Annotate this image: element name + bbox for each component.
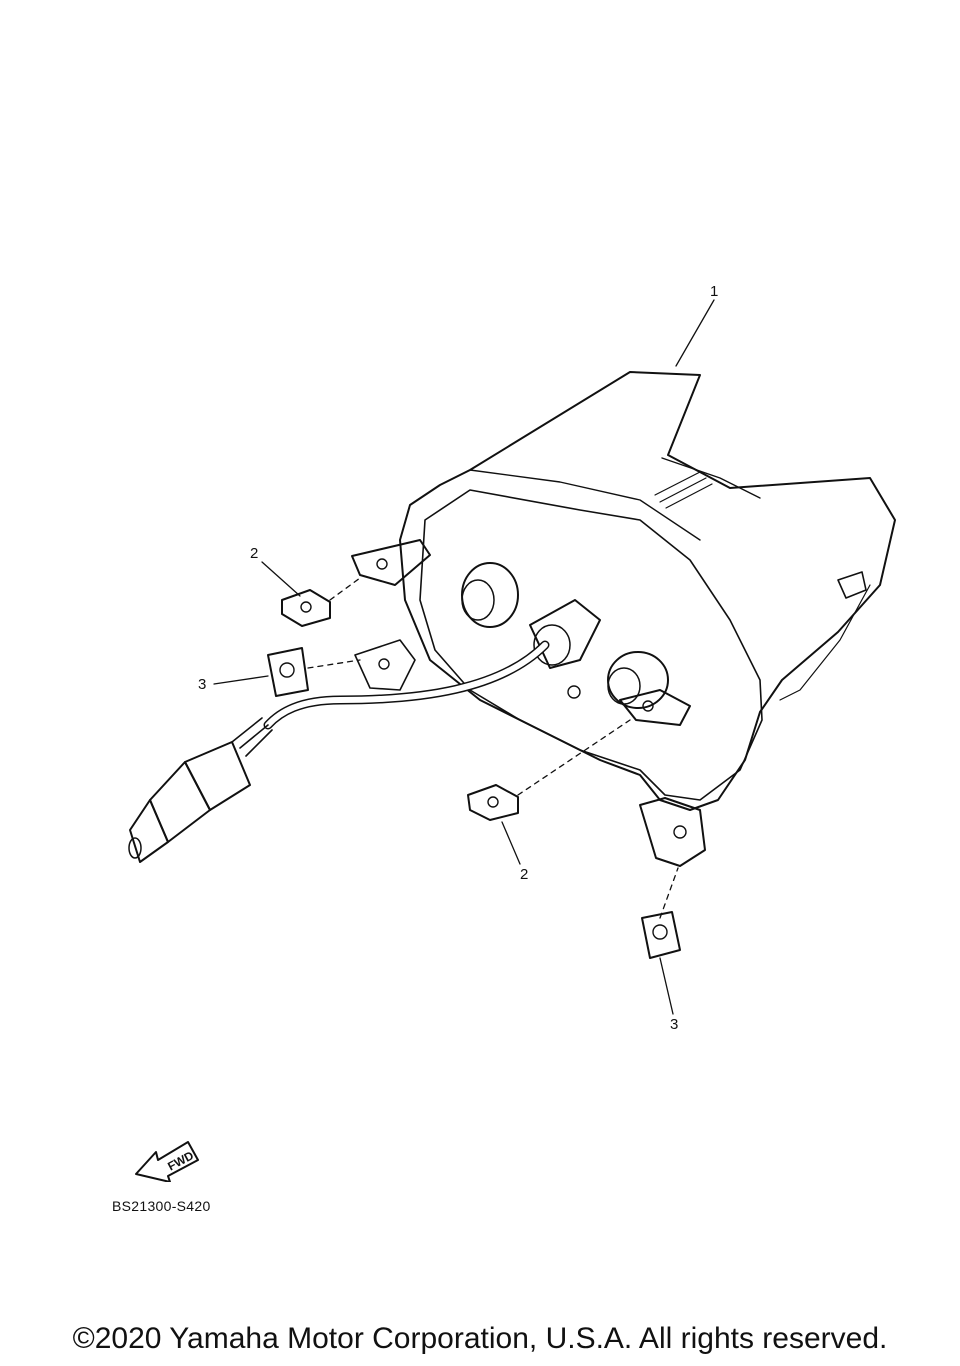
callout-part-1: 1 — [710, 283, 719, 300]
nut-upper — [281, 589, 331, 627]
clip-lower — [641, 911, 681, 959]
callout-part-3-upper: 3 — [198, 676, 207, 693]
copyright-notice: ©2020 Yamaha Motor Corporation, U.S.A. A… — [72, 1322, 888, 1355]
clip-upper — [267, 647, 309, 697]
nut-lower — [467, 784, 519, 821]
tail-light-housing — [351, 371, 896, 867]
tail-light-exploded-diagram — [128, 299, 896, 1015]
fwd-arrow-icon: FWD — [135, 1141, 199, 1182]
callout-part-3-lower: 3 — [670, 1016, 679, 1033]
callout-part-2-upper: 2 — [250, 545, 259, 562]
wiring-harness — [128, 640, 550, 863]
callout-part-2-lower: 2 — [520, 866, 529, 883]
leader-lines — [213, 299, 715, 1015]
reference-code: BS21300-S420 — [112, 1198, 211, 1214]
